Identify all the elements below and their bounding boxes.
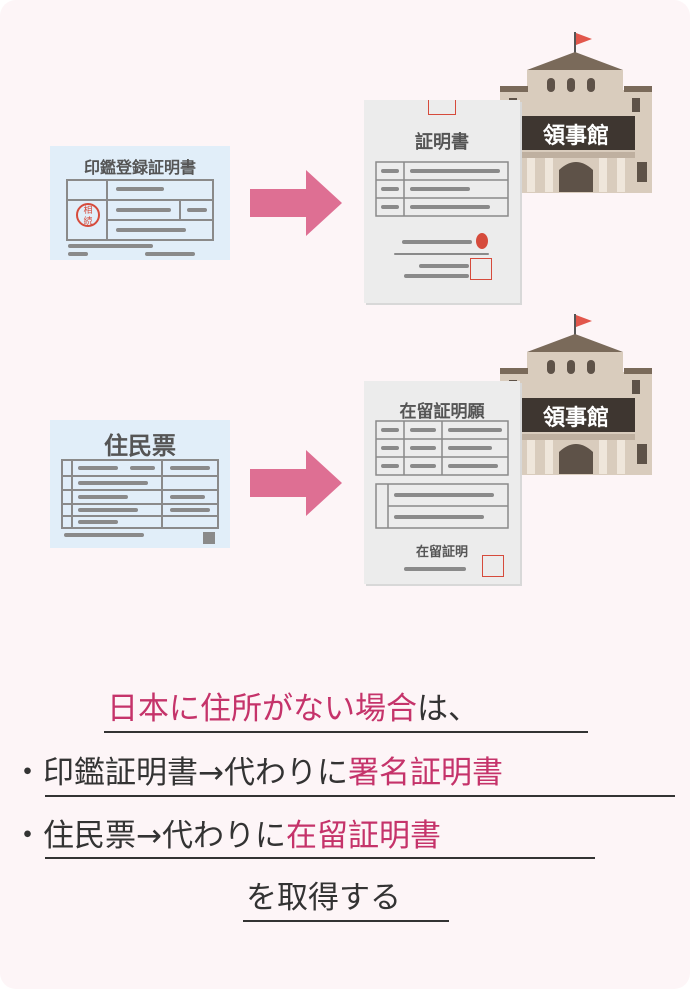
seal-certificate-document: 印鑑登録証明書 相続 [50, 146, 230, 260]
caption-residence-cert-highlight: 在留証明書 [285, 818, 441, 854]
form-dash [187, 208, 207, 212]
table-dash [381, 464, 399, 468]
residence-table-lines [375, 420, 509, 529]
form-dash [64, 533, 144, 537]
form-dash [68, 244, 153, 248]
certificate-table-lines [375, 161, 509, 217]
table-dash [448, 464, 498, 468]
form-dash [170, 495, 205, 499]
table-dash [381, 205, 399, 209]
form-dash [116, 228, 186, 232]
caption-no-address-highlight: 日本に住所がない場合 [107, 691, 417, 727]
caption-signature-cert-highlight: 署名証明書 [347, 755, 503, 791]
resident-record-document: 住民票 [50, 420, 230, 548]
table-dash [448, 446, 492, 450]
table-dash [410, 464, 436, 468]
form-dash [170, 508, 210, 512]
consulate-label: 領事館 [542, 406, 609, 431]
form-dash [130, 466, 155, 470]
caption-underline-4 [243, 920, 449, 922]
caption-line-3: ・住民票→代わりに在留証明書 [12, 810, 441, 855]
consulate-building-illustration [500, 32, 652, 193]
table-dash [410, 205, 490, 209]
residence-certificate-subtitle: 在留証明 [415, 545, 468, 560]
form-dash [78, 466, 118, 470]
caption-line-2-prefix: 印鑑証明書→代わりに [43, 755, 348, 791]
consulate-building: 領事館 [497, 312, 655, 477]
table-dash [410, 187, 470, 191]
bullet: ・ [12, 755, 43, 791]
certificate-title: 証明書 [415, 132, 469, 153]
table-dash [448, 428, 502, 432]
consulate-building: 領事館 [497, 30, 655, 195]
form-dash [116, 187, 164, 191]
resident-record-seal [203, 532, 215, 544]
resident-record-form-lines [61, 459, 219, 529]
consulate-label: 領事館 [542, 124, 609, 149]
arrow-1 [250, 170, 342, 236]
caption-line-1: 日本に住所がない場合は、 [107, 683, 479, 728]
form-dash [78, 481, 148, 485]
form-dash [78, 508, 138, 512]
form-dash [170, 466, 210, 470]
signature-dash [402, 240, 472, 244]
caption-underline-1 [104, 731, 588, 733]
fingerprint-seal [476, 233, 488, 249]
table-dash [410, 446, 436, 450]
seal-certificate-title: 印鑑登録証明書 [83, 158, 196, 177]
table-dash [381, 428, 399, 432]
form-dash [78, 520, 118, 524]
top-seal-stamp [428, 100, 456, 115]
table-dash [394, 493, 494, 497]
caption-underline-3 [45, 857, 595, 859]
form-dash [116, 208, 171, 212]
resident-record-title: 住民票 [104, 432, 176, 460]
arrow-2 [250, 450, 342, 516]
seal-stamp-text: 相続 [83, 206, 93, 227]
footer-dash [419, 264, 469, 268]
bullet: ・ [12, 818, 43, 854]
footer-dash [404, 567, 466, 571]
residence-application-title: 在留証明願 [399, 402, 485, 422]
caption-line-1-suffix: は、 [417, 691, 479, 727]
inheritance-seal-stamp: 相続 [76, 203, 100, 227]
table-dash [381, 446, 399, 450]
caption-line-4: を取得する [246, 880, 401, 916]
official-seal-stamp [470, 258, 492, 280]
caption-line-3-prefix: 住民票→代わりに [43, 818, 286, 854]
table-dash [410, 169, 500, 173]
caption-underline-2 [45, 795, 675, 797]
consulate-building-illustration [500, 314, 652, 475]
seal-certificate-form-lines [66, 179, 214, 241]
residence-certificate-document: 在留証明願 在留証明 [364, 381, 520, 584]
table-dash [394, 515, 484, 519]
table-dash [381, 169, 399, 173]
official-seal-stamp [482, 555, 504, 577]
table-dash [381, 187, 399, 191]
caption-line-2: ・印鑑証明書→代わりに署名証明書 [12, 747, 503, 792]
table-dash [410, 428, 436, 432]
footer-dash [404, 274, 469, 278]
form-dash [78, 495, 128, 499]
signature-certificate-document: 証明書 [364, 100, 520, 303]
form-dash [145, 252, 195, 256]
form-dash [68, 252, 88, 256]
signature-dash [394, 253, 489, 255]
